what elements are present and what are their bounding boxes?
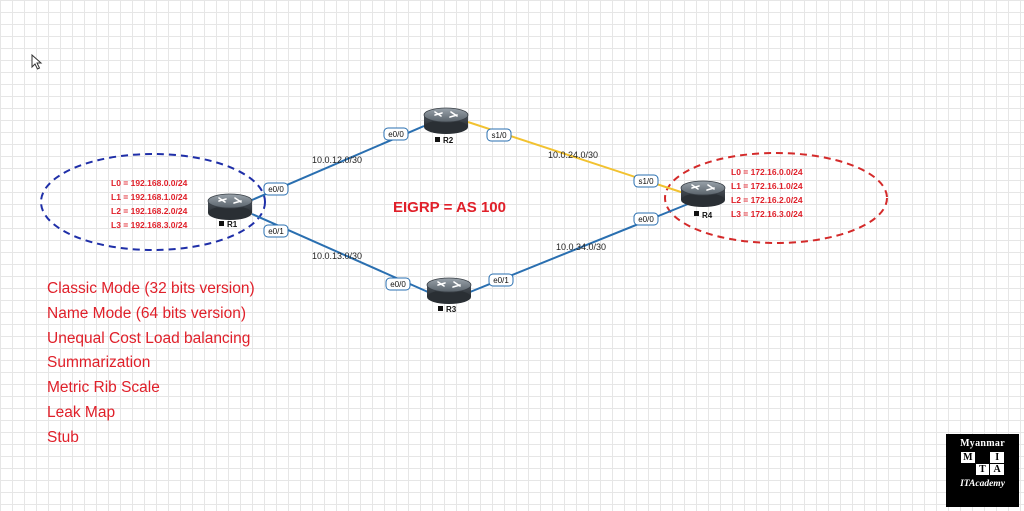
logo-letter: T (974, 463, 991, 476)
diagram-title: EIGRP = AS 100 (393, 199, 506, 216)
router-r4-icon[interactable]: R4 (680, 180, 726, 220)
feature-list: Classic Mode (32 bits version) Name Mode… (47, 277, 255, 451)
loopback-line: L1 = 192.168.1.0/24 (111, 192, 188, 202)
svg-text:R2: R2 (443, 136, 454, 145)
loopback-line: L0 = 192.168.0.0/24 (111, 178, 188, 188)
r1-loopback-list: L0 = 192.168.0.0/24 L1 = 192.168.1.0/24 … (111, 178, 188, 230)
logo-subtitle: ITAcademy (960, 479, 1005, 489)
loopback-line: L3 = 192.168.3.0/24 (111, 220, 188, 230)
r4-loopback-list: L0 = 172.16.0.0/24 L1 = 172.16.1.0/24 L2… (731, 167, 803, 219)
feature-item: Leak Map (47, 403, 116, 421)
feature-item: Stub (47, 428, 79, 446)
svg-text:e0/1: e0/1 (493, 276, 509, 285)
network-label-r1-r2: 10.0.12.0/30 (312, 155, 362, 165)
r4-area-ellipse (664, 152, 888, 244)
interface-label-r4-s1-0: s1/0 (633, 174, 659, 188)
r1-area-ellipse (40, 153, 266, 251)
network-label-r2-r4: 10.0.24.0/30 (548, 150, 598, 160)
svg-text:e0/0: e0/0 (268, 185, 284, 194)
loopback-line: L3 = 172.16.3.0/24 (731, 209, 803, 219)
svg-text:e0/0: e0/0 (638, 215, 654, 224)
router-r2-icon[interactable]: R2 (423, 107, 469, 145)
svg-text:R4: R4 (702, 211, 713, 220)
network-label-r1-r3: 10.0.13.0/30 (312, 251, 362, 261)
interface-label-r3-e0-0: e0/0 (385, 277, 411, 291)
loopback-line: L2 = 172.16.2.0/24 (731, 195, 803, 205)
interface-label-r3-e0-1: e0/1 (488, 273, 514, 287)
svg-text:R3: R3 (446, 305, 457, 314)
mouse-pointer-icon (31, 54, 43, 70)
feature-item: Summarization (47, 354, 151, 372)
interface-label-r1-e0-0: e0/0 (263, 182, 289, 196)
svg-text:s1/0: s1/0 (491, 131, 507, 140)
loopback-line: L2 = 192.168.2.0/24 (111, 206, 188, 216)
loopback-line: L1 = 172.16.1.0/24 (731, 181, 803, 191)
loopback-line: L0 = 172.16.0.0/24 (731, 167, 803, 177)
myanmar-it-academy-logo: Myanmar M I T A ITAcademy (946, 434, 1019, 507)
svg-text:s1/0: s1/0 (638, 177, 654, 186)
logo-letter: I (989, 451, 1005, 464)
interface-label-r2-e0-0: e0/0 (383, 127, 409, 141)
feature-item: Unequal Cost Load balancing (47, 329, 251, 347)
logo-letter-grid: M I T A (960, 451, 1005, 476)
feature-item: Name Mode (64 bits version) (47, 304, 246, 322)
interface-label-r2-s1-0: s1/0 (486, 128, 512, 142)
logo-letter: A (989, 463, 1005, 476)
svg-text:e0/1: e0/1 (268, 227, 284, 236)
router-r3-icon[interactable]: R3 (426, 277, 472, 314)
interface-label-r1-e0-1: e0/1 (263, 224, 289, 238)
svg-text:R1: R1 (227, 220, 238, 229)
feature-item: Classic Mode (32 bits version) (47, 280, 255, 297)
interface-label-r4-e0-0: e0/0 (633, 212, 659, 226)
svg-text:e0/0: e0/0 (388, 130, 404, 139)
svg-text:e0/0: e0/0 (390, 280, 406, 289)
feature-item: Metric Rib Scale (47, 379, 160, 397)
logo-brand: Myanmar (960, 438, 1005, 449)
router-r1-icon[interactable]: R1 (207, 193, 253, 229)
logo-letter: M (960, 451, 976, 464)
network-label-r3-r4: 10.0.34.0/30 (556, 242, 606, 252)
